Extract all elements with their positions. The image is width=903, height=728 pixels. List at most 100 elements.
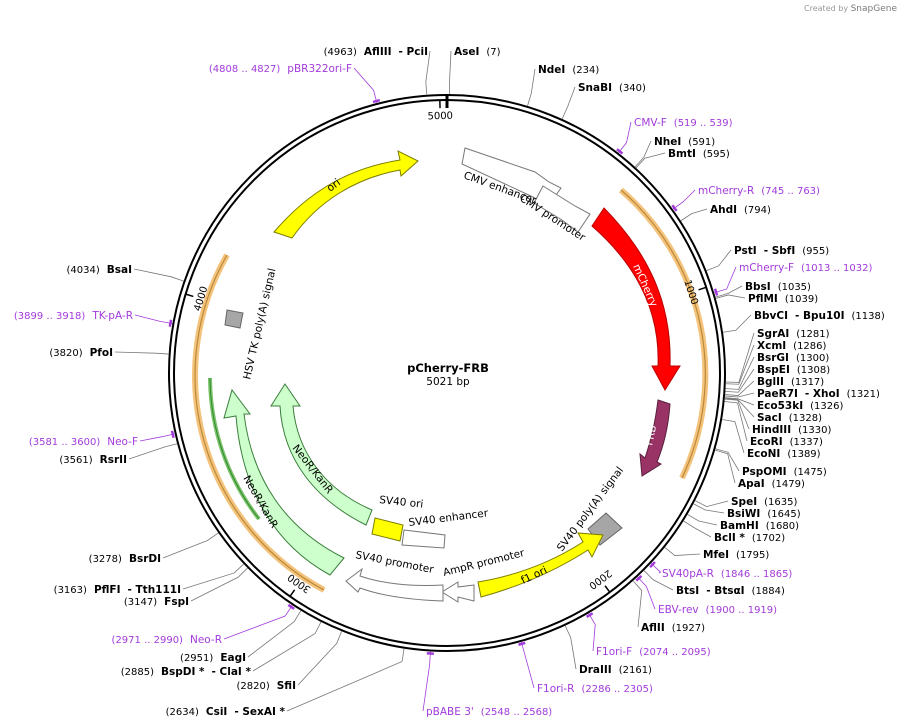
site-label[interactable]: (2885)BspDI *- ClaI * bbox=[121, 666, 252, 678]
site-label[interactable]: (4034)BsaI bbox=[66, 264, 132, 276]
site-label[interactable]: AhdI(794) bbox=[710, 204, 771, 216]
site-label[interactable]: BsiWI(1645) bbox=[727, 508, 801, 520]
site-label[interactable]: BamHI(1680) bbox=[720, 520, 799, 532]
site-extra: - Bpu10I bbox=[795, 310, 845, 322]
primer-label[interactable]: SV40pA-R(1846 .. 1865) bbox=[662, 568, 792, 580]
site-label[interactable]: BclI *(1702) bbox=[714, 532, 785, 544]
site-label[interactable]: (3561)RsrII bbox=[59, 454, 127, 466]
primer-binding-mark bbox=[518, 641, 526, 646]
primer-leader bbox=[223, 604, 293, 640]
site-name: BtsI bbox=[676, 585, 699, 597]
site-label[interactable]: SgrAI(1281) bbox=[757, 328, 830, 340]
feature-label-hsv-tk-polya: HSV TK poly(A) signal bbox=[241, 267, 278, 381]
site-name: SnaBI bbox=[578, 82, 612, 94]
site-label[interactable]: BbsI(1035) bbox=[745, 281, 811, 293]
site-pos: (4963) bbox=[324, 47, 357, 58]
site-extra: - BtsαI bbox=[706, 585, 744, 597]
site-pos: (2885) bbox=[121, 667, 154, 678]
site-label[interactable]: MfeI(1795) bbox=[703, 549, 769, 561]
site-label[interactable]: HindIII(1330) bbox=[752, 424, 831, 436]
site-label[interactable]: SacI(1328) bbox=[757, 412, 822, 424]
primer-leader bbox=[588, 613, 596, 652]
site-label[interactable]: BmtI(595) bbox=[668, 148, 730, 160]
primer-range: (1013 .. 1032) bbox=[801, 263, 873, 274]
primer-label[interactable]: (4808 .. 4827)pBR322ori-F bbox=[209, 63, 352, 75]
primer-name: SV40pA-R bbox=[662, 568, 714, 580]
site-label[interactable]: PaeR7I- XhoI(1321) bbox=[757, 388, 880, 400]
site-label[interactable]: PspOMI(1475) bbox=[742, 466, 827, 478]
site-label[interactable]: (2634)CsiI- SexAI * bbox=[166, 706, 286, 718]
primer-label[interactable]: pBABE 3'(2548 .. 2568) bbox=[426, 706, 552, 718]
primer-binding-mark bbox=[671, 204, 678, 212]
primer-range: (2286 .. 2305) bbox=[581, 684, 653, 695]
site-label[interactable]: (3163)PflFI- Tth111I bbox=[54, 584, 181, 596]
primer-leader bbox=[672, 189, 696, 210]
site-label[interactable]: XcmI(1286) bbox=[757, 340, 827, 352]
primer-leader bbox=[139, 433, 175, 442]
primer-leader bbox=[134, 314, 173, 324]
primer-leader bbox=[637, 576, 656, 610]
feature-label-sv40-enhancer: SV40 enhancer bbox=[408, 507, 489, 529]
site-label[interactable]: (3820)PfoI bbox=[49, 347, 113, 359]
site-label[interactable]: (3147)FspI bbox=[124, 596, 189, 608]
site-label[interactable]: NdeI(234) bbox=[538, 64, 599, 76]
site-leader bbox=[190, 567, 248, 602]
primer-leader bbox=[353, 67, 378, 104]
site-label[interactable]: PflMI(1039) bbox=[748, 293, 818, 305]
site-label[interactable]: (2820)SfiI bbox=[236, 680, 296, 692]
site-name: SfiI bbox=[277, 680, 296, 692]
primer-range: (519 .. 539) bbox=[674, 118, 733, 129]
site-name: AflII bbox=[641, 622, 665, 634]
site-pos: (1645) bbox=[767, 509, 800, 520]
site-label[interactable]: PstI- SbfI(955) bbox=[734, 245, 829, 257]
feature-mcherry bbox=[591, 207, 681, 391]
site-label[interactable]: BglII(1317) bbox=[757, 376, 824, 388]
primer-label[interactable]: (3581 .. 3600)Neo-F bbox=[29, 436, 138, 448]
site-pos: (2634) bbox=[166, 707, 199, 718]
site-label[interactable]: AflII(1927) bbox=[641, 622, 705, 634]
site-name: SgrAI bbox=[757, 328, 789, 340]
primer-label[interactable]: F1ori-R(2286 .. 2305) bbox=[537, 683, 653, 695]
site-label[interactable]: EcoRI(1337) bbox=[750, 436, 823, 448]
site-pos: (1035) bbox=[778, 282, 811, 293]
site-label[interactable]: BtsI- BtsαI(1884) bbox=[676, 585, 785, 597]
site-label[interactable]: NheI(591) bbox=[654, 136, 715, 148]
site-label[interactable]: (4963)AflIII- PciI bbox=[324, 46, 428, 58]
site-name: EcoNI bbox=[747, 448, 780, 460]
site-name: HindIII bbox=[752, 424, 791, 436]
site-label[interactable]: ApaI(1479) bbox=[738, 478, 805, 490]
site-label[interactable]: EcoNI(1389) bbox=[747, 448, 821, 460]
site-leader bbox=[725, 332, 755, 383]
primer-label[interactable]: (2971 .. 2990)Neo-R bbox=[112, 634, 222, 646]
site-label[interactable]: (2951)EagI bbox=[180, 652, 246, 664]
primer-label[interactable]: EBV-rev(1900 .. 1919) bbox=[658, 604, 777, 616]
primer-label[interactable]: mCherry-R(745 .. 763) bbox=[698, 185, 820, 197]
site-leader bbox=[724, 401, 748, 442]
site-label[interactable]: AseI(7) bbox=[454, 46, 501, 58]
site-label[interactable]: DraIII(2161) bbox=[579, 664, 652, 676]
site-label[interactable]: BsrGI(1300) bbox=[757, 352, 829, 364]
site-leader bbox=[724, 397, 755, 418]
site-name: CsiI bbox=[206, 706, 227, 718]
site-pos: (1702) bbox=[752, 533, 785, 544]
primer-label[interactable]: CMV-F(519 .. 539) bbox=[634, 117, 733, 129]
primer-binding-mark bbox=[713, 288, 719, 296]
site-name: BspEI bbox=[757, 364, 790, 376]
primer-leader bbox=[422, 651, 431, 712]
site-pos: (1635) bbox=[764, 497, 797, 508]
primer-label[interactable]: mCherry-F(1013 .. 1032) bbox=[739, 262, 872, 274]
primer-label[interactable]: (3899 .. 3918)TK-pA-R bbox=[14, 310, 133, 322]
site-name: MfeI bbox=[703, 549, 729, 561]
site-label[interactable]: SnaBI(340) bbox=[578, 82, 646, 94]
site-leader bbox=[564, 625, 577, 670]
site-pos: (591) bbox=[688, 137, 715, 148]
primer-label[interactable]: F1ori-F(2074 .. 2095) bbox=[596, 646, 711, 658]
site-label[interactable]: BbvCI- Bpu10I(1138) bbox=[754, 310, 885, 322]
primer-name: F1ori-F bbox=[596, 646, 632, 658]
site-label[interactable]: BspEI(1308) bbox=[757, 364, 830, 376]
site-label[interactable]: Eco53kI(1326) bbox=[757, 400, 843, 412]
site-label[interactable]: (3278)BsrDI bbox=[89, 553, 161, 565]
site-pos: (1317) bbox=[791, 377, 824, 388]
site-label[interactable]: SpeI(1635) bbox=[731, 496, 797, 508]
site-extra: - Tth111I bbox=[128, 584, 182, 596]
